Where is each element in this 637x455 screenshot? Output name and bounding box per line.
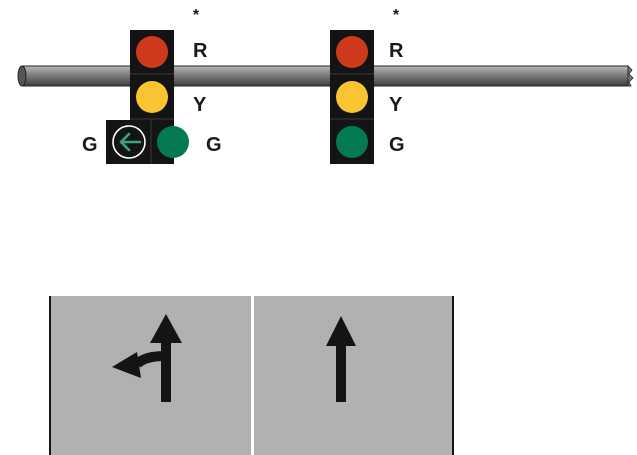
- green-label: G: [389, 134, 405, 156]
- red-light: [136, 36, 168, 68]
- green-arrow-label: G: [82, 134, 98, 156]
- yellow-label: Y: [193, 94, 207, 116]
- green-light: [336, 126, 368, 158]
- left-through-arrow-icon: [112, 314, 182, 402]
- signal-head-right: * R Y G: [330, 7, 405, 164]
- roadway: [49, 296, 454, 455]
- yellow-light: [136, 81, 168, 113]
- green-light: [157, 126, 189, 158]
- yellow-light: [336, 81, 368, 113]
- red-label: R: [193, 40, 208, 62]
- lane-divider: [251, 296, 254, 455]
- lane-right: [254, 296, 453, 455]
- flash-marker: *: [393, 7, 400, 24]
- lane-left: [50, 296, 251, 455]
- red-label: R: [389, 40, 404, 62]
- red-light: [336, 36, 368, 68]
- through-arrow-icon: [326, 316, 356, 402]
- green-label: G: [206, 134, 222, 156]
- yellow-label: Y: [389, 94, 403, 116]
- left-arrow-icon: [112, 125, 146, 159]
- flash-marker: *: [193, 7, 200, 24]
- signal-head-left: * R Y G G: [82, 7, 222, 164]
- mast-arm-pole: [17, 65, 634, 87]
